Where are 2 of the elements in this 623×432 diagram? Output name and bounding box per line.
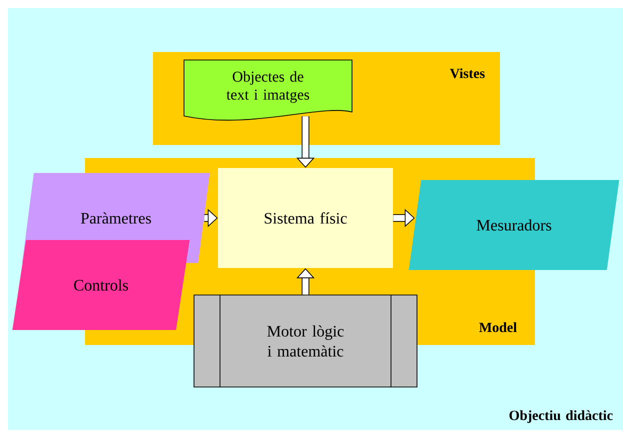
process-box: Sistema físic	[218, 168, 393, 268]
predefined-process-box: Motor lògic i matemàtic	[194, 294, 418, 388]
